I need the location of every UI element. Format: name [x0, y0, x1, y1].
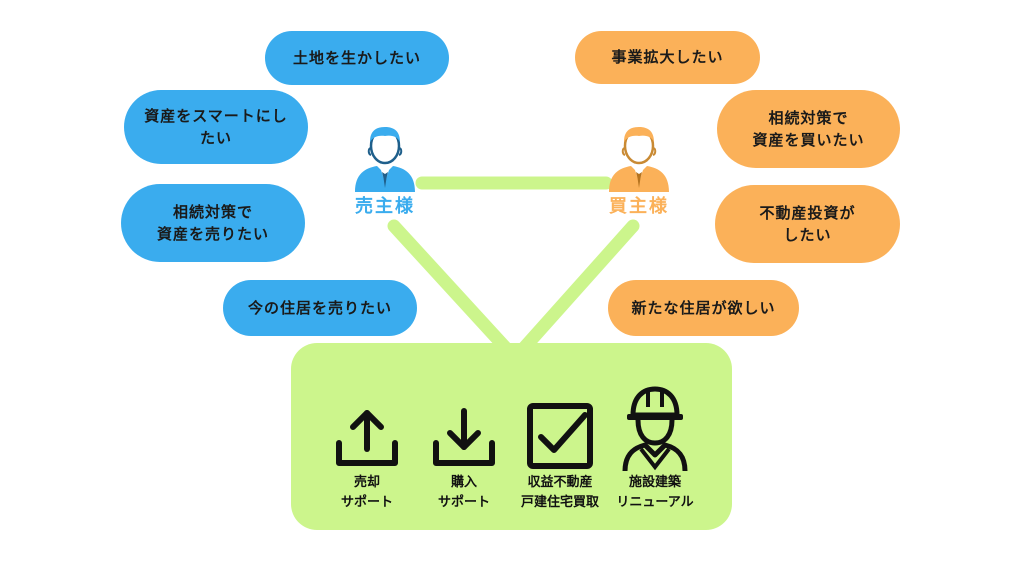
- seller-wish-bubble: 今の住居を売りたい: [223, 280, 417, 336]
- service-label-renovation: 施設建築 リニューアル: [616, 475, 694, 511]
- seller-wish-bubble: 相続対策で 資産を売りたい: [121, 184, 305, 262]
- buyer-wish-bubble: 不動産投資が したい: [715, 185, 900, 263]
- businessman-icon: [355, 127, 415, 192]
- seller-person: 売主様: [345, 126, 425, 218]
- services-panel: 売却 サポート 購入 サポート 収益不動産 戸建住宅買取 施設建築 リニューアル: [291, 343, 732, 530]
- service-label-acquisition: 収益不動産 戸建住宅買取: [520, 475, 599, 511]
- service-label-purchase: 購入 サポート: [437, 475, 490, 511]
- upload-icon: [336, 410, 398, 466]
- construction-worker-icon: [622, 386, 688, 471]
- connector-buyer-panel: [508, 219, 640, 365]
- connector-seller-panel: [387, 219, 522, 365]
- seller-wish-bubble: 土地を生かしたい: [265, 31, 449, 85]
- service-label-sale: 売却 サポート: [340, 475, 393, 511]
- download-icon: [433, 408, 495, 466]
- seller-label: 売主様: [355, 196, 415, 217]
- seller-wish-bubble: 資産をスマートにし たい: [124, 90, 308, 164]
- buyer-wish-bubble: 相続対策で 資産を買いたい: [717, 90, 900, 168]
- buyer-person: 買主様: [599, 126, 679, 218]
- checkbox-icon: [527, 403, 593, 469]
- buyer-wish-bubble: 事業拡大したい: [575, 31, 760, 84]
- buyer-label: 買主様: [609, 196, 669, 217]
- businessman-icon: [609, 127, 669, 192]
- buyer-wish-bubble: 新たな住居が欲しい: [608, 280, 799, 336]
